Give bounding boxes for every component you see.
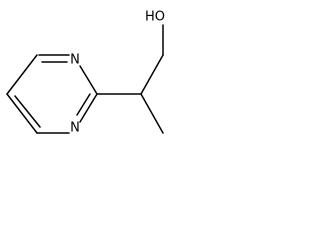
bond-ch-ch2 xyxy=(140,54,164,95)
chemical-structure-diagram: N N HO xyxy=(6,10,165,136)
atom-label-hydroxyl: HO xyxy=(145,10,165,25)
structure-canvas: N N HO xyxy=(0,0,174,148)
bond-ch-ch3 xyxy=(140,93,164,134)
atom-label-n1: N xyxy=(70,53,80,68)
ring-double-bond-n3-c2-inner xyxy=(76,93,91,116)
ring-bond-n3-c2 xyxy=(79,93,98,123)
ring-bond-c2-n1 xyxy=(79,65,98,95)
ring-bond-c5-c4 xyxy=(6,93,38,134)
ring-double-bond-c5-c4-inner xyxy=(14,95,41,128)
ring-bond-c6-c5 xyxy=(6,54,38,95)
atom-label-n3: N xyxy=(70,121,80,136)
